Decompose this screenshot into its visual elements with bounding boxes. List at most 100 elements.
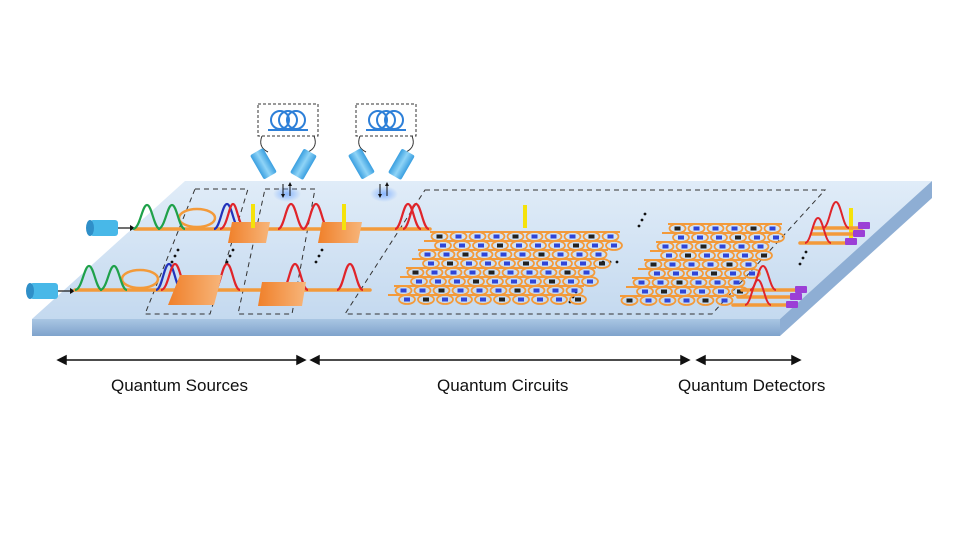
collimator-icon xyxy=(250,148,317,180)
mesh-phase-element xyxy=(461,297,467,302)
interferometer-mesh-left xyxy=(388,231,623,305)
ring-resonator-bottom xyxy=(120,268,160,290)
mesh-phase-element xyxy=(773,235,779,240)
mesh-phase-element xyxy=(552,288,559,293)
mesh-phase-element xyxy=(535,243,541,248)
mesh-phase-element xyxy=(611,243,617,248)
laser-input-top xyxy=(86,220,135,236)
mesh-phase-element xyxy=(514,288,521,293)
mesh-phase-element xyxy=(495,288,502,293)
source-block-3 xyxy=(318,222,362,243)
region-boxes xyxy=(144,188,827,315)
mesh-phase-element xyxy=(499,297,505,302)
mesh-coupler xyxy=(767,232,785,243)
mesh-phase-element xyxy=(575,297,581,302)
mesh-phase-element xyxy=(587,279,593,284)
mesh-phase-element xyxy=(454,279,460,284)
mesh-coupler xyxy=(743,268,761,279)
mesh-phase-element xyxy=(683,298,690,303)
mesh-phase-element xyxy=(457,288,464,293)
mesh-phase-element xyxy=(595,252,602,257)
mesh-phase-element xyxy=(533,288,540,293)
detector-icon xyxy=(786,222,870,308)
mesh-phase-element xyxy=(733,280,740,285)
mesh-phase-element xyxy=(738,244,745,249)
mesh-phase-element xyxy=(674,226,681,231)
mesh-phase-element xyxy=(742,253,748,258)
mesh-phase-element xyxy=(580,261,586,266)
mesh-phase-element xyxy=(735,235,741,240)
mesh-phase-element xyxy=(664,298,671,303)
mesh-phase-element xyxy=(638,280,645,285)
mesh-phase-element xyxy=(676,280,683,285)
mesh-phase-element xyxy=(599,261,605,266)
mesh-phase-element xyxy=(645,298,652,303)
mesh-phase-element xyxy=(419,288,426,293)
source-block-1 xyxy=(228,222,270,243)
mesh-phase-element xyxy=(718,289,724,294)
mesh-phase-element xyxy=(450,270,457,275)
mesh-phase-element xyxy=(769,226,776,231)
mesh-phase-element xyxy=(466,261,472,266)
mesh-phase-element xyxy=(737,289,743,294)
mesh-coupler xyxy=(531,294,549,305)
mesh-phase-element xyxy=(436,234,443,239)
source-block-region-1 xyxy=(144,188,249,315)
mesh-phase-element xyxy=(730,271,736,276)
mesh-phase-element xyxy=(688,262,695,267)
mesh-phase-element xyxy=(442,297,448,302)
mesh-coupler xyxy=(550,294,568,305)
mesh-phase-element xyxy=(488,270,495,275)
mesh-phase-element xyxy=(412,270,419,275)
mesh-phase-element xyxy=(443,252,450,257)
mesh-phase-element xyxy=(626,298,633,303)
mesh-phase-element xyxy=(592,243,598,248)
mesh-coupler xyxy=(417,294,435,305)
mesh-phase-element xyxy=(523,261,529,266)
fiber-loop-box xyxy=(257,103,319,137)
mesh-phase-element xyxy=(569,234,576,239)
mesh-phase-element xyxy=(607,234,614,239)
mesh-phase-element xyxy=(469,270,476,275)
mesh-coupler xyxy=(715,295,734,306)
mesh-phase-element xyxy=(428,261,434,266)
mesh-phase-element xyxy=(474,234,481,239)
mesh-coupler xyxy=(593,258,611,269)
mesh-phase-element xyxy=(512,234,519,239)
mesh-coupler xyxy=(455,294,473,305)
mesh-phase-element xyxy=(416,279,422,284)
mesh-phase-element xyxy=(497,243,503,248)
mesh-phase-element xyxy=(693,226,700,231)
mesh-phase-element xyxy=(723,253,729,258)
mesh-coupler xyxy=(474,294,492,305)
mesh-coupler xyxy=(569,294,587,305)
mesh-phase-element xyxy=(423,297,429,302)
fiber-loop-box xyxy=(355,103,417,137)
fiber-loop-icon xyxy=(268,110,308,131)
mesh-phase-element xyxy=(561,261,567,266)
mesh-phase-element xyxy=(531,234,538,239)
mesh-phase-element xyxy=(707,262,714,267)
source-block-region-2 xyxy=(237,188,316,315)
mesh-phase-element xyxy=(654,271,660,276)
mesh-phase-element xyxy=(447,261,453,266)
mesh-phase-element xyxy=(704,253,710,258)
mesh-phase-element xyxy=(666,253,672,258)
pump-pulses xyxy=(74,203,186,292)
mesh-phase-element xyxy=(440,243,446,248)
mesh-phase-element xyxy=(526,270,533,275)
mesh-phase-element xyxy=(697,235,703,240)
mesh-phase-element xyxy=(573,243,579,248)
mesh-coupler xyxy=(620,295,639,306)
mesh-phase-element xyxy=(485,261,491,266)
mesh-phase-element xyxy=(681,244,688,249)
mesh-phase-element xyxy=(669,262,676,267)
mesh-phase-element xyxy=(680,289,686,294)
mesh-coupler xyxy=(658,295,677,306)
mesh-phase-element xyxy=(721,298,728,303)
mesh-phase-element xyxy=(530,279,536,284)
mesh-phase-element xyxy=(673,271,679,276)
mesh-phase-element xyxy=(576,252,583,257)
label-quantum-sources: Quantum Sources xyxy=(111,376,249,395)
mesh-phase-element xyxy=(564,270,571,275)
